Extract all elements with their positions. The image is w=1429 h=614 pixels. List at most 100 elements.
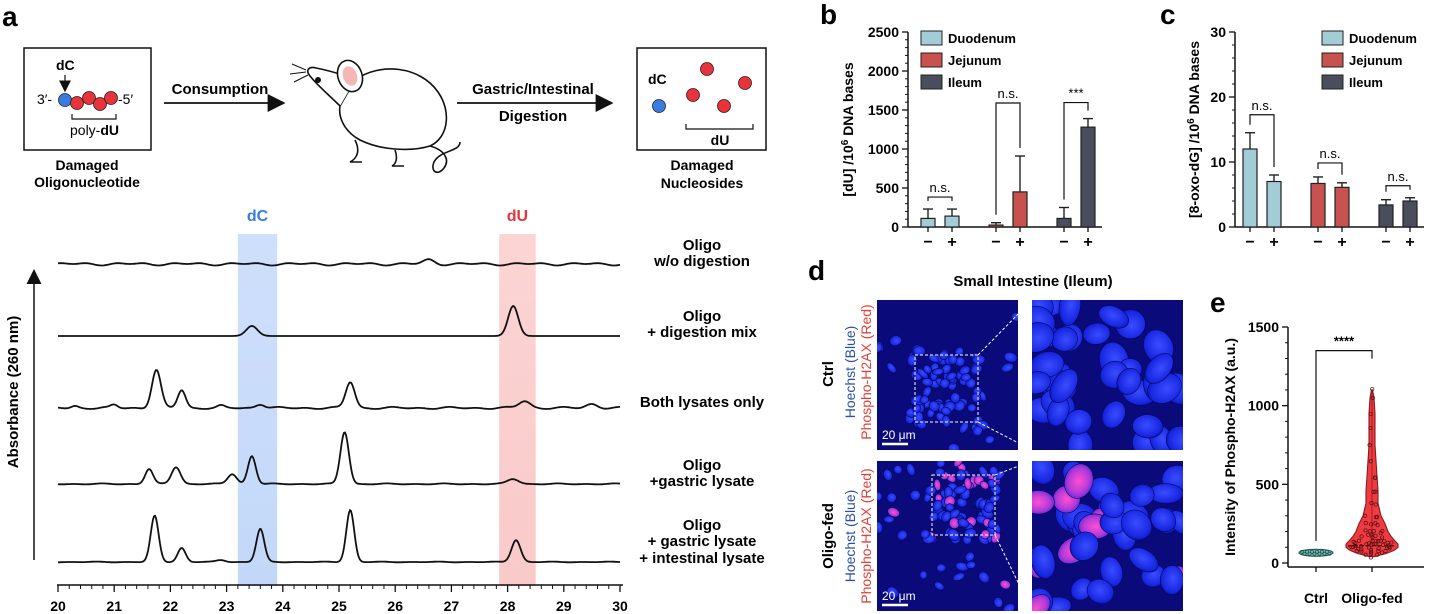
trace-label: + digestion mix — [647, 324, 757, 341]
data-point — [1370, 533, 1375, 538]
data-point — [1374, 515, 1379, 520]
x-tick-label: − — [923, 234, 932, 251]
microscopy-row-ctrl: Ctrl Hoechst (Blue) Phospho-H2AX (Red) 2… — [820, 299, 1183, 451]
data-point — [1367, 529, 1372, 534]
data-point — [1364, 542, 1369, 547]
data-point — [1389, 540, 1394, 545]
y-tick-label: 1000 — [868, 141, 899, 157]
nucleus — [883, 469, 893, 481]
nucleus — [1099, 556, 1123, 588]
data-point — [1368, 411, 1373, 417]
nucleus — [952, 572, 965, 582]
nucleus — [940, 406, 952, 416]
nucleus — [1069, 531, 1099, 561]
trace-label: + intestinal lysate — [639, 550, 764, 567]
panel-letter-b: b — [820, 0, 837, 30]
y-tick-label: 1000 — [1248, 398, 1279, 414]
x-tick-label: + — [1405, 234, 1414, 251]
nucleus — [983, 502, 995, 514]
row-label-ctrl-hoechst: Hoechst (Blue) — [842, 326, 858, 419]
x-tick-label: 23 — [219, 598, 235, 614]
x-tick-label: − — [1245, 234, 1254, 251]
significance-label: **** — [1334, 334, 1355, 349]
row-label-oligo-hoechst: Hoechst (Blue) — [842, 490, 858, 583]
trace-label: +gastric lysate — [650, 473, 755, 490]
nucleus — [877, 342, 883, 353]
legend-label: Duodenum — [948, 31, 1016, 46]
data-point — [1376, 548, 1381, 554]
data-point — [1357, 538, 1362, 543]
data-point — [1327, 551, 1332, 556]
data-point — [1369, 522, 1374, 527]
nucleus — [945, 503, 955, 512]
nucleus — [925, 485, 937, 496]
x-tick-label: Ctrl — [1304, 590, 1328, 606]
nucleus — [1082, 322, 1111, 345]
nucleus-h2ax-positive — [1032, 594, 1051, 611]
nucleus-h2ax-positive — [1064, 463, 1094, 499]
nucleus — [1032, 371, 1051, 395]
y-tick-label: 0 — [891, 219, 899, 235]
nucleus — [1150, 507, 1177, 533]
legend-swatch — [1321, 52, 1344, 68]
nucleus — [1165, 425, 1183, 450]
data-point — [1375, 523, 1380, 528]
x-tick-label: 27 — [444, 598, 460, 614]
nucleus — [1011, 312, 1018, 322]
data-point — [1370, 386, 1375, 392]
nucleus — [984, 435, 995, 444]
y-tick-label: 1500 — [868, 102, 899, 118]
digestion-label-1: Gastric/Intestinal — [472, 81, 594, 98]
significance-label: n.s. — [1252, 98, 1273, 113]
nucleus — [886, 586, 899, 599]
nucleus — [1128, 547, 1159, 573]
data-point — [1371, 529, 1376, 534]
bar — [944, 215, 960, 228]
nucleus-h2ax-positive — [999, 579, 1011, 590]
nucleus — [934, 581, 945, 591]
legend-label: Ileum — [1349, 75, 1383, 90]
nucleus — [1159, 565, 1183, 595]
y-tick-label: 10 — [1210, 154, 1226, 170]
data-point — [1359, 549, 1364, 554]
significance-bracket — [1315, 350, 1373, 541]
nucleus — [972, 425, 983, 436]
nucleus — [950, 392, 961, 404]
row-label-ctrl: Ctrl — [820, 361, 837, 387]
microscopy-title: Small Intestine (Ileum) — [953, 273, 1112, 290]
schematic-right-dc: dC — [648, 71, 667, 87]
data-point — [1366, 532, 1371, 537]
y-tick-label: 2000 — [868, 63, 899, 79]
data-point — [1368, 550, 1374, 555]
nucleus — [889, 335, 902, 346]
nucleus — [947, 443, 960, 450]
nucleus — [947, 528, 960, 541]
bar — [1310, 182, 1326, 228]
data-point — [1351, 539, 1356, 544]
nucleus — [1049, 368, 1079, 404]
x-tick-label: + — [947, 234, 956, 251]
nucleus — [978, 571, 990, 584]
x-tick-label: 29 — [556, 598, 572, 614]
nucleus — [912, 404, 921, 414]
nucleus — [971, 392, 982, 403]
data-point — [1310, 549, 1314, 554]
data-point — [1368, 548, 1374, 553]
nucleus-h2ax-positive — [887, 507, 900, 518]
nucleus — [932, 368, 944, 376]
legend-swatch — [920, 74, 943, 90]
y-tick-label: 500 — [1256, 476, 1280, 492]
nucleus — [960, 373, 972, 382]
nucleus — [1132, 414, 1164, 439]
schematic-caption-left-1: Damaged — [55, 157, 118, 173]
legend-label: Jejunum — [948, 53, 1001, 68]
significance-label: n.s. — [930, 180, 951, 195]
data-point — [1373, 475, 1378, 480]
data-point — [1354, 549, 1359, 554]
nucleus — [993, 596, 1004, 608]
significance-bracket — [995, 102, 1021, 215]
schematic-caption-left-2: Oligonucleotide — [34, 174, 140, 190]
legend-label: Ileum — [948, 75, 982, 90]
